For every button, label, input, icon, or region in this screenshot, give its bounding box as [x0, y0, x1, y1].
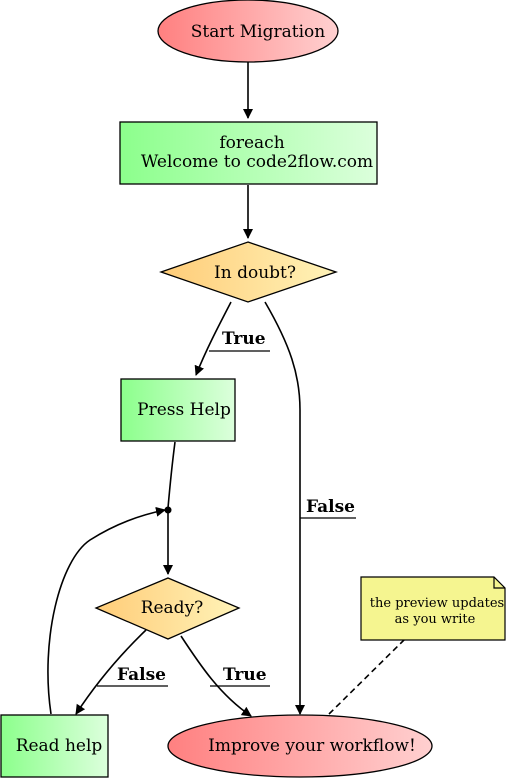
edge-ready-false [75, 629, 147, 715]
edge-readhelp-loop-back [47, 506, 166, 715]
read-help-label: Read help [16, 736, 103, 756]
in-doubt-label: In doubt? [214, 263, 296, 283]
edge-indoubt-true [194, 301, 232, 376]
junction-dot [164, 506, 172, 514]
improve-workflow-label: Improve your workflow! [208, 736, 416, 756]
edge-label-ready-true: True [223, 665, 267, 685]
start-node-label: Start Migration [191, 22, 325, 42]
edge-label-indoubt-false: False [306, 497, 355, 517]
note-line1: the preview updates [370, 596, 504, 611]
press-help-node[interactable]: Press Help [120, 378, 236, 442]
preview-note: the preview updates as you write [360, 576, 506, 641]
edge-label-indoubt-true: True [222, 329, 266, 349]
edge-ready-true [180, 635, 252, 717]
note-line2: as you write [395, 612, 476, 627]
edge-label-ready-false: False [117, 665, 166, 685]
read-help-node[interactable]: Read help [0, 714, 109, 778]
in-doubt-decision[interactable]: In doubt? [159, 241, 339, 303]
edge-presshelp-to-junction [167, 441, 176, 509]
edge-indoubt-false [264, 301, 305, 715]
improve-workflow-node[interactable]: Improve your workflow! [167, 714, 433, 778]
foreach-node-line2: Welcome to code2flow.com [141, 152, 373, 172]
start-node[interactable]: Start Migration [157, 0, 339, 63]
note-connector [328, 639, 405, 715]
foreach-node-line1: foreach [219, 133, 284, 153]
ready-label: Ready? [141, 598, 204, 618]
foreach-node[interactable]: foreach Welcome to code2flow.com [119, 121, 378, 185]
ready-decision[interactable]: Ready? [94, 577, 241, 640]
press-help-label: Press Help [137, 400, 231, 420]
